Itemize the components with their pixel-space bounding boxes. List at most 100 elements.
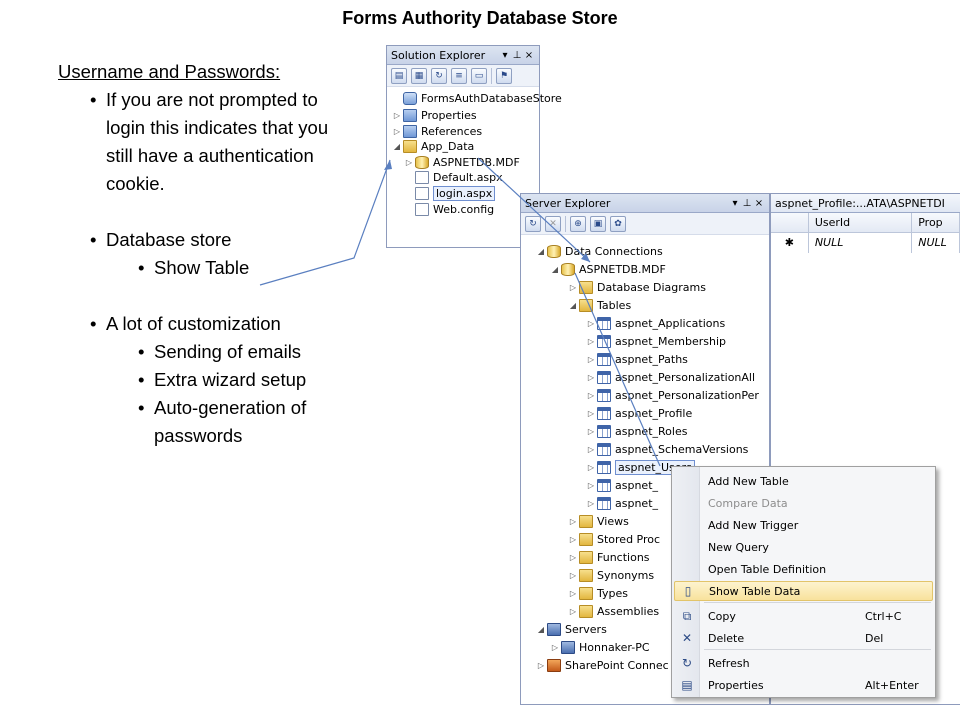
tree-item[interactable]: ▷Honnaker-PC xyxy=(549,638,650,656)
tree-item[interactable]: ▷ aspnet_Paths xyxy=(585,350,688,368)
tree-item[interactable]: ◢Tables xyxy=(567,296,631,314)
expand-toggle-icon[interactable]: ▷ xyxy=(587,498,595,508)
tree-item[interactable]: ▷aspnet_PersonalizationAll xyxy=(585,368,755,386)
connect-sharepoint-icon[interactable]: ✿ xyxy=(610,215,626,232)
expand-toggle-icon[interactable]: ▷ xyxy=(587,480,595,490)
pin-icon[interactable]: ⊥ xyxy=(742,197,752,209)
expand-toggle-icon[interactable]: ◢ xyxy=(537,624,545,634)
pin-icon[interactable]: ⊥ xyxy=(512,49,522,61)
expand-toggle-icon[interactable]: ▷ xyxy=(537,660,545,670)
expand-toggle-icon[interactable]: ▷ xyxy=(587,354,595,364)
tree-item[interactable]: ▷aspnet_Membership xyxy=(585,332,726,350)
grid-cell[interactable]: NULL xyxy=(809,233,913,253)
tree-item[interactable]: ◢ASPNETDB.MDF xyxy=(549,260,666,278)
expand-toggle-icon[interactable]: ▷ xyxy=(569,570,577,580)
tree-item[interactable]: ▷Functions xyxy=(567,548,650,566)
database-icon xyxy=(547,244,561,258)
tree-item[interactable]: ▷ Properties xyxy=(391,106,477,124)
tree-item[interactable]: ▷aspnet_Profile xyxy=(585,404,692,422)
close-icon[interactable]: × xyxy=(754,197,764,209)
menu-item-new-query[interactable]: New Query xyxy=(674,537,933,557)
grid-column-header[interactable]: Prop xyxy=(912,213,960,232)
expand-toggle-icon[interactable]: ▷ xyxy=(587,408,595,418)
expand-toggle-icon[interactable]: ◢ xyxy=(551,264,559,274)
grid-new-row[interactable]: ✱ NULL NULL xyxy=(771,233,960,253)
dropdown-icon[interactable]: ▾ xyxy=(732,197,738,209)
menu-item-add-new-trigger[interactable]: Add New Trigger xyxy=(674,515,933,535)
expand-toggle-icon[interactable]: ◢ xyxy=(569,300,577,310)
expand-toggle-icon[interactable]: ▷ xyxy=(587,318,595,328)
expand-toggle-icon[interactable]: ▷ xyxy=(587,372,595,382)
view-code-icon[interactable]: ≡ xyxy=(451,67,467,84)
expand-toggle-icon[interactable]: ▷ xyxy=(587,336,595,346)
tree-item[interactable]: ▷References xyxy=(391,122,482,140)
expand-toggle-icon[interactable]: ▷ xyxy=(393,126,401,136)
expand-toggle-icon[interactable]: ▷ xyxy=(569,282,577,292)
bullet-subitem: •Show Table xyxy=(138,257,250,278)
tree-item[interactable]: ▷aspnet_SchemaVersions xyxy=(585,440,748,458)
expand-toggle-icon[interactable]: ▷ xyxy=(393,110,401,120)
expand-toggle-icon[interactable]: ▷ xyxy=(569,552,577,562)
expand-toggle-icon[interactable]: ◢ xyxy=(393,141,401,151)
tree-item[interactable]: ▷Synonyms xyxy=(567,566,654,584)
tree-item[interactable]: ▷aspnet_Roles xyxy=(585,422,687,440)
tree-item[interactable]: ▷Database Diagrams xyxy=(567,278,706,296)
expand-toggle-icon[interactable]: ▷ xyxy=(587,426,595,436)
server-icon xyxy=(547,622,561,636)
connect-server-icon[interactable]: ▣ xyxy=(590,215,606,232)
expand-toggle-icon[interactable]: ▷ xyxy=(569,588,577,598)
class-diagram-icon[interactable]: ⚑ xyxy=(496,67,512,84)
expand-toggle-icon[interactable]: ▷ xyxy=(551,642,559,652)
expand-toggle-icon[interactable]: ▷ xyxy=(587,444,595,454)
tree-item[interactable]: ▷Stored Proc xyxy=(567,530,660,548)
expand-toggle-icon[interactable]: ◢ xyxy=(537,246,545,256)
database-icon xyxy=(561,262,575,276)
tree-item-label: aspnet_Paths xyxy=(615,352,688,366)
menu-item-label: Open Table Definition xyxy=(708,562,827,576)
refresh-icon[interactable]: ↻ xyxy=(431,67,447,84)
menu-item-show-table-data[interactable]: ▯Show Table Data xyxy=(674,581,933,601)
menu-item-open-table-definition[interactable]: Open Table Definition xyxy=(674,559,933,579)
tree-item[interactable]: ▷aspnet_Applications xyxy=(585,314,725,332)
expand-toggle-icon[interactable]: ▷ xyxy=(569,606,577,616)
tree-item[interactable]: ◢Data Connections xyxy=(535,242,663,260)
expand-toggle-icon[interactable]: ▷ xyxy=(569,534,577,544)
tree-item[interactable]: ▷Views xyxy=(567,512,629,530)
tree-item[interactable]: ▷aspnet_ xyxy=(585,476,658,494)
tree-item[interactable]: ▷aspnet_ xyxy=(585,494,658,512)
view-designer-icon[interactable]: ▭ xyxy=(471,67,487,84)
copy-icon: ⧉ xyxy=(682,608,692,623)
expand-toggle-icon[interactable]: ▷ xyxy=(587,390,595,400)
menu-item-compare-data[interactable]: Compare Data xyxy=(674,493,933,513)
expand-toggle-icon[interactable]: ▷ xyxy=(569,516,577,526)
stop-icon[interactable]: ✕ xyxy=(545,215,561,232)
menu-item-refresh[interactable]: ↻Refresh xyxy=(674,653,933,673)
expand-toggle-icon[interactable]: ▷ xyxy=(587,462,595,472)
menu-item-add-new-table[interactable]: Add New Table xyxy=(674,471,933,491)
connect-database-icon[interactable]: ⊕ xyxy=(570,215,586,232)
tree-item[interactable]: Web.config xyxy=(403,200,494,218)
grid-column-header[interactable]: UserId xyxy=(809,213,913,232)
close-icon[interactable]: × xyxy=(524,49,534,61)
expand-toggle-icon[interactable]: ▷ xyxy=(405,157,413,167)
tree-item[interactable]: ▷aspnet_PersonalizationPer xyxy=(585,386,759,404)
show-all-files-icon[interactable]: ▦ xyxy=(411,67,427,84)
grid-cell[interactable]: NULL xyxy=(912,233,960,253)
tree-item-label: Properties xyxy=(421,108,477,122)
tree-item[interactable]: ◢Servers xyxy=(535,620,607,638)
tree-item[interactable]: ▷Types xyxy=(567,584,628,602)
tree-item[interactable]: FormsAuthDatabaseStore xyxy=(391,89,562,107)
table-data-tab[interactable]: aspnet_Profile:...ATA\ASPNETDI xyxy=(771,194,960,213)
tree-item[interactable]: ▷SharePoint Connec xyxy=(535,656,669,674)
properties-icon[interactable]: ▤ xyxy=(391,67,407,84)
table-icon xyxy=(597,478,611,492)
tree-item[interactable]: ▷Assemblies xyxy=(567,602,659,620)
refresh-icon[interactable]: ↻ xyxy=(525,215,541,232)
folder-icon xyxy=(579,280,593,294)
dropdown-icon[interactable]: ▾ xyxy=(502,49,508,61)
tree-item[interactable]: ◢App_Data xyxy=(391,137,474,155)
